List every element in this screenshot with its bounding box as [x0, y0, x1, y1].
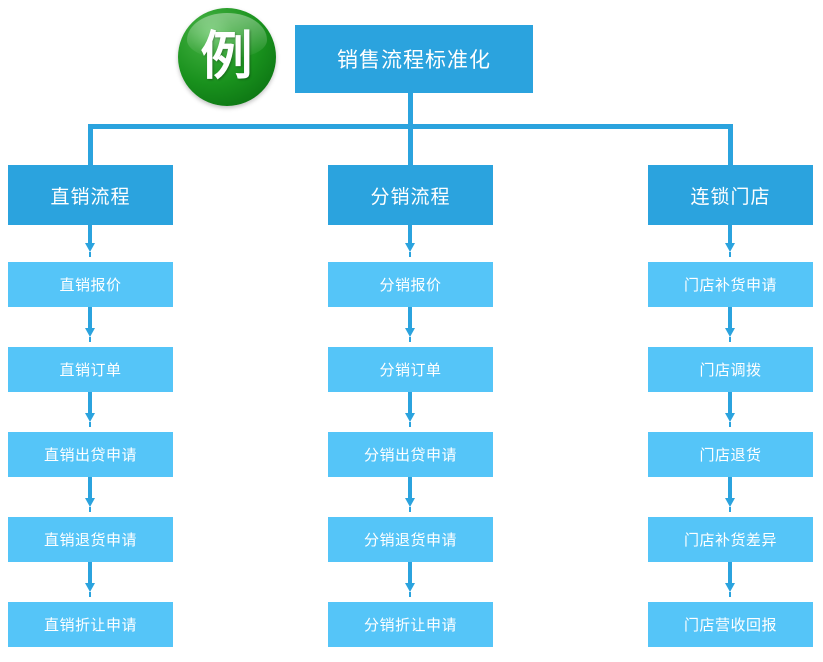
- step-c2-2-label: 分销订单: [379, 361, 442, 379]
- step-c2-3[interactable]: 分销出贷申请: [328, 432, 493, 477]
- root-node-sales-process[interactable]: 销售流程标准化: [295, 25, 533, 93]
- step-c2-1[interactable]: 分销报价: [328, 262, 493, 307]
- arrow-c1-h-to-s1: [85, 225, 95, 262]
- arrow-c2-s1-to-s2: [405, 307, 415, 347]
- step-c3-1-label: 门店补货申请: [683, 276, 777, 294]
- column-header-3[interactable]: 连锁门店: [648, 165, 813, 225]
- step-c1-1-label: 直销报价: [59, 276, 122, 294]
- step-c3-4-label: 门店补货差异: [683, 531, 777, 549]
- arrow-c3-s3-to-s4: [725, 477, 735, 517]
- example-badge-icon: 例: [178, 8, 276, 106]
- step-c2-5-label: 分销折让申请: [363, 616, 457, 634]
- step-c1-3-label: 直销出贷申请: [43, 446, 137, 464]
- example-badge-label: 例: [200, 27, 254, 87]
- arrow-c2-s4-to-s5: [405, 562, 415, 602]
- step-c3-4[interactable]: 门店补货差异: [648, 517, 813, 562]
- root-node-label: 销售流程标准化: [337, 48, 491, 72]
- arrow-c3-s1-to-s2: [725, 307, 735, 347]
- step-c1-4[interactable]: 直销退货申请: [8, 517, 173, 562]
- arrow-c3-s4-to-s5: [725, 562, 735, 602]
- column-header-2[interactable]: 分销流程: [328, 165, 493, 225]
- connector-drop-column-1: [88, 124, 93, 165]
- step-c1-4-label: 直销退货申请: [43, 531, 137, 549]
- step-c2-2[interactable]: 分销订单: [328, 347, 493, 392]
- connector-trunk-vertical: [408, 93, 413, 124]
- arrow-c1-s2-to-s3: [85, 392, 95, 432]
- step-c1-5[interactable]: 直销折让申请: [8, 602, 173, 647]
- step-c3-2-label: 门店调拨: [699, 361, 762, 379]
- step-c1-3[interactable]: 直销出贷申请: [8, 432, 173, 477]
- column-header-1-label: 直销流程: [50, 185, 131, 208]
- connector-drop-column-2: [408, 124, 413, 165]
- step-c3-2[interactable]: 门店调拨: [648, 347, 813, 392]
- step-c1-2[interactable]: 直销订单: [8, 347, 173, 392]
- step-c1-2-label: 直销订单: [59, 361, 122, 379]
- arrow-c3-h-to-s1: [725, 225, 735, 262]
- step-c3-5-label: 门店营收回报: [683, 616, 777, 634]
- step-c2-4-label: 分销退货申请: [363, 531, 457, 549]
- arrow-c1-s1-to-s2: [85, 307, 95, 347]
- arrow-c1-s3-to-s4: [85, 477, 95, 517]
- step-c1-5-label: 直销折让申请: [43, 616, 137, 634]
- connector-drop-column-3: [728, 124, 733, 165]
- step-c2-1-label: 分销报价: [379, 276, 442, 294]
- arrow-c2-s3-to-s4: [405, 477, 415, 517]
- step-c2-4[interactable]: 分销退货申请: [328, 517, 493, 562]
- column-header-1[interactable]: 直销流程: [8, 165, 173, 225]
- step-c2-3-label: 分销出贷申请: [363, 446, 457, 464]
- column-header-2-label: 分销流程: [370, 185, 451, 208]
- step-c3-1[interactable]: 门店补货申请: [648, 262, 813, 307]
- arrow-c2-s2-to-s3: [405, 392, 415, 432]
- arrow-c2-h-to-s1: [405, 225, 415, 262]
- arrow-c3-s2-to-s3: [725, 392, 735, 432]
- step-c1-1[interactable]: 直销报价: [8, 262, 173, 307]
- step-c3-5[interactable]: 门店营收回报: [648, 602, 813, 647]
- arrow-c1-s4-to-s5: [85, 562, 95, 602]
- step-c3-3[interactable]: 门店退货: [648, 432, 813, 477]
- column-header-3-label: 连锁门店: [690, 185, 771, 208]
- step-c3-3-label: 门店退货: [699, 446, 762, 464]
- step-c2-5[interactable]: 分销折让申请: [328, 602, 493, 647]
